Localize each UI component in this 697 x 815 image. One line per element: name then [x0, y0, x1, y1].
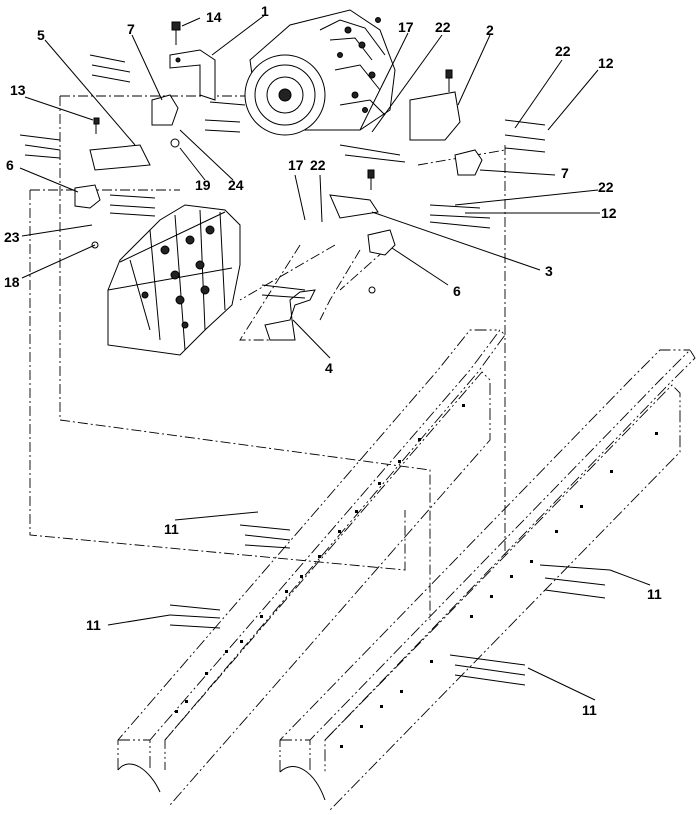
- callout-4: 4: [325, 360, 333, 376]
- callout-11-lower-left: 11: [86, 617, 101, 633]
- callout-6-left: 6: [6, 157, 14, 173]
- callout-2: 2: [486, 22, 494, 38]
- callout-1: 1: [261, 3, 269, 19]
- callout-7-right: 7: [561, 165, 569, 181]
- callout-11-lower-right: 11: [582, 702, 597, 718]
- callout-12-top: 12: [598, 55, 614, 71]
- frame-rail-left: [117, 329, 506, 806]
- callout-17-mid: 17: [288, 157, 304, 173]
- callout-22-top-center: 22: [435, 19, 451, 35]
- mount-7-right: [454, 149, 483, 176]
- fasteners: [19, 21, 611, 686]
- callout-leaders: [19, 14, 651, 701]
- engine-block: [107, 204, 241, 356]
- callout-12-mid: 12: [601, 205, 617, 221]
- callout-13: 13: [10, 82, 26, 98]
- bracket-1: [169, 49, 216, 101]
- callout-19: 19: [195, 177, 211, 193]
- frame-holes: [175, 404, 658, 748]
- frame-rail-right: [279, 349, 696, 811]
- callout-18: 18: [4, 274, 20, 290]
- callout-6-right: 6: [453, 283, 461, 299]
- phantom-outlines: [29, 95, 506, 620]
- callout-22-top-right: 22: [555, 43, 571, 59]
- callout-3: 3: [545, 263, 553, 279]
- callout-11-upper-right: 11: [647, 586, 662, 602]
- mount-6-left: [74, 184, 101, 209]
- callout-5: 5: [37, 27, 45, 43]
- callout-17-top: 17: [398, 19, 414, 35]
- bracket-2: [409, 91, 461, 141]
- callout-24: 24: [228, 177, 244, 193]
- bracket-3: [329, 194, 379, 219]
- mount-7-left: [151, 94, 179, 126]
- callout-11-upper-left: 11: [164, 521, 179, 537]
- callout-14: 14: [206, 9, 222, 25]
- callout-7-left: 7: [127, 21, 135, 37]
- callout-23: 23: [4, 229, 20, 245]
- transmission: [244, 9, 396, 136]
- callout-22-mid-center: 22: [310, 157, 326, 173]
- bracket-5: [89, 144, 151, 171]
- bracket-4: [264, 289, 316, 341]
- callout-22-mid-right: 22: [598, 179, 614, 195]
- mount-6-right: [367, 229, 396, 256]
- callout-labels: 1 2 3 4 5 6 6 7 7 11 11 11 11 12 12 13 1…: [4, 3, 662, 718]
